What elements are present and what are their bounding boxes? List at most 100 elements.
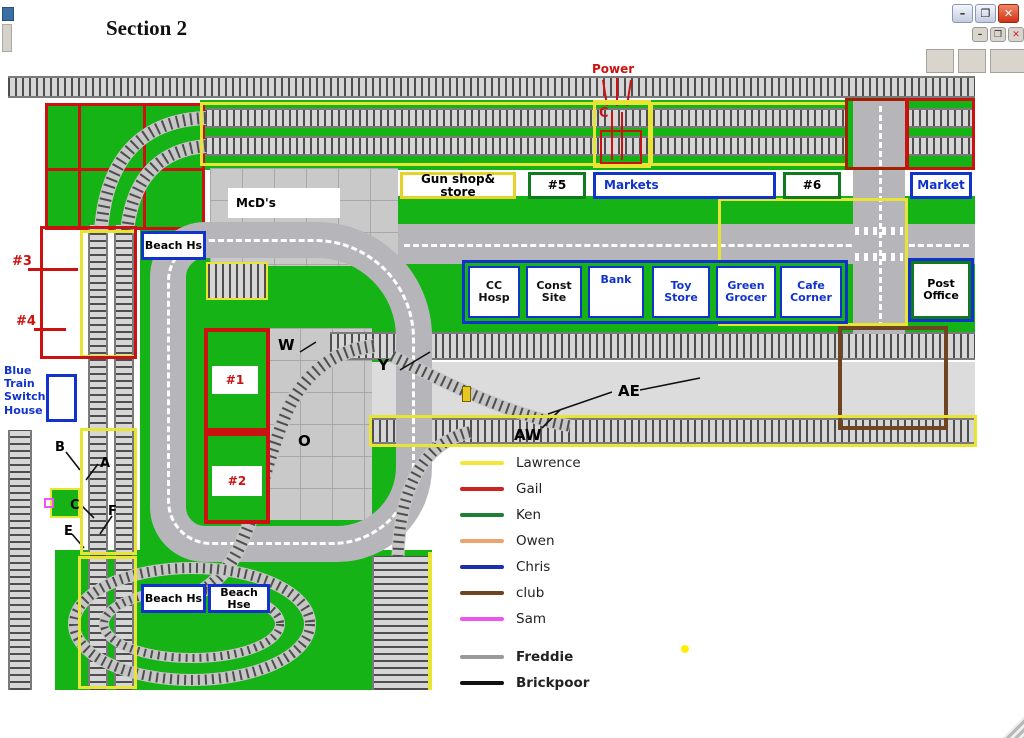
power-letter: C [599, 106, 609, 121]
legend-item: Sam [460, 606, 700, 632]
bank-building: Bank [588, 266, 644, 318]
cafe-corner-building: Cafe Corner [780, 266, 842, 318]
child-minimize-button[interactable]: – [972, 27, 988, 42]
unit5-building: #5 [528, 172, 586, 199]
yellow-edge-line [428, 552, 432, 690]
plot-2-label: #2 [212, 466, 262, 496]
legend-label: Gail [516, 481, 543, 497]
switch-house-box [46, 374, 77, 422]
legend-color-line [460, 565, 504, 569]
green-grocer-building: Green Grocer [716, 266, 776, 318]
page-title: Section 2 [106, 16, 188, 40]
cc-hosp-building: CC Hosp [468, 266, 520, 318]
legend-label: club [516, 585, 545, 601]
yellow-dot [681, 645, 689, 653]
minimize-button[interactable]: – [952, 4, 973, 23]
plot-1-label: #1 [212, 366, 258, 394]
lower-main-track [372, 418, 975, 444]
curved-track-branch-y [389, 350, 572, 433]
switch-letter-e: E [64, 524, 73, 539]
upper-track-1 [205, 108, 845, 128]
legend-color-line [460, 487, 504, 491]
far-left-edge-track [8, 430, 32, 690]
legend-color-line [460, 591, 504, 595]
siding-4-line [34, 328, 66, 331]
curved-track-to-siding [391, 425, 472, 557]
track-letter-ae: AE [618, 382, 640, 400]
legend-item: club [460, 580, 700, 606]
siding-3-line [28, 268, 78, 271]
power-label: Power [592, 62, 635, 76]
siding-3-label: #3 [12, 254, 32, 269]
markets-building: Markets [593, 172, 776, 199]
mcds-sign: McD's [228, 188, 340, 218]
legend-color-line [460, 617, 504, 621]
toolbar-fragment [990, 49, 1024, 73]
legend-item: Owen [460, 528, 700, 554]
post-office-building: Post Office [908, 258, 974, 322]
upper-track-2 [205, 136, 845, 156]
legend-label: Freddie [516, 649, 574, 665]
legend-item: Gail [460, 476, 700, 502]
crosswalk [855, 253, 903, 261]
legend-label: Lawrence [516, 455, 581, 471]
legend-item: Lawrence [460, 450, 700, 476]
track-letter-o: O [298, 432, 311, 450]
legend-color-line [460, 681, 504, 685]
cross-street [853, 100, 905, 334]
beach-hs-upper: Beach Hs [141, 231, 206, 260]
maximize-button[interactable]: ❐ [975, 4, 996, 23]
trackside-signal [462, 386, 471, 402]
loop-road-centerline [167, 239, 415, 545]
legend-item: Freddie [460, 644, 700, 670]
legend-label: Brickpoor [516, 675, 590, 691]
toolbar-fragment [926, 49, 954, 73]
beach-hse-lower: Beach Hse [208, 584, 270, 613]
switch-house-label: Blue Train Switch House [4, 364, 46, 417]
legend-color-line [460, 513, 504, 517]
curved-track-top-left [94, 111, 207, 233]
upper-track-right-2 [905, 136, 975, 156]
child-restore-button[interactable]: ❐ [990, 27, 1006, 42]
left-vertical-track-1 [88, 225, 108, 690]
legend-color-line [460, 461, 504, 465]
switch-letter-c: C [70, 498, 80, 513]
const-site-building: Const Site [526, 266, 582, 318]
legend-label: Chris [516, 559, 551, 575]
legend-color-line [460, 655, 504, 659]
track-letter-y: Y [378, 356, 389, 374]
small-yard-box [50, 488, 80, 518]
switch-letter-f: F [108, 504, 117, 519]
track-letter-aw: AW [514, 426, 542, 444]
switch-letter-a: A [100, 456, 111, 471]
unit6-building: #6 [783, 172, 841, 199]
red-grid-line [143, 106, 146, 227]
track-letter-w: W [278, 336, 295, 354]
red-grid-line [78, 106, 81, 227]
legend-item: Ken [460, 502, 700, 528]
gun-shop-building: Gun shop& store [400, 172, 516, 199]
switch-letter-b: B [55, 440, 65, 455]
crosswalk [855, 227, 903, 235]
legend-label: Ken [516, 507, 542, 523]
red-grid-line [48, 168, 202, 171]
legend-item: Chris [460, 554, 700, 580]
toolbar-strip [2, 24, 12, 52]
toy-store-building: Toy Store [652, 266, 710, 318]
legend-color-line [460, 539, 504, 543]
top-track [8, 76, 975, 98]
legend-item: Brickpoor [460, 670, 700, 696]
app-icon [2, 7, 14, 21]
siding-4-label: #4 [16, 314, 36, 329]
beach-hs-lower: Beach Hs [141, 584, 206, 613]
main-line-track [330, 332, 975, 360]
market-building: Market [910, 172, 972, 199]
child-close-button[interactable]: ✕ [1008, 27, 1024, 42]
close-button[interactable]: ✕ [998, 4, 1019, 23]
bottom-right-siding [372, 556, 430, 690]
toolbar-fragment [958, 49, 986, 73]
legend-label: Owen [516, 533, 555, 549]
legend-label: Sam [516, 611, 546, 627]
annotation-arrows [65, 341, 701, 549]
